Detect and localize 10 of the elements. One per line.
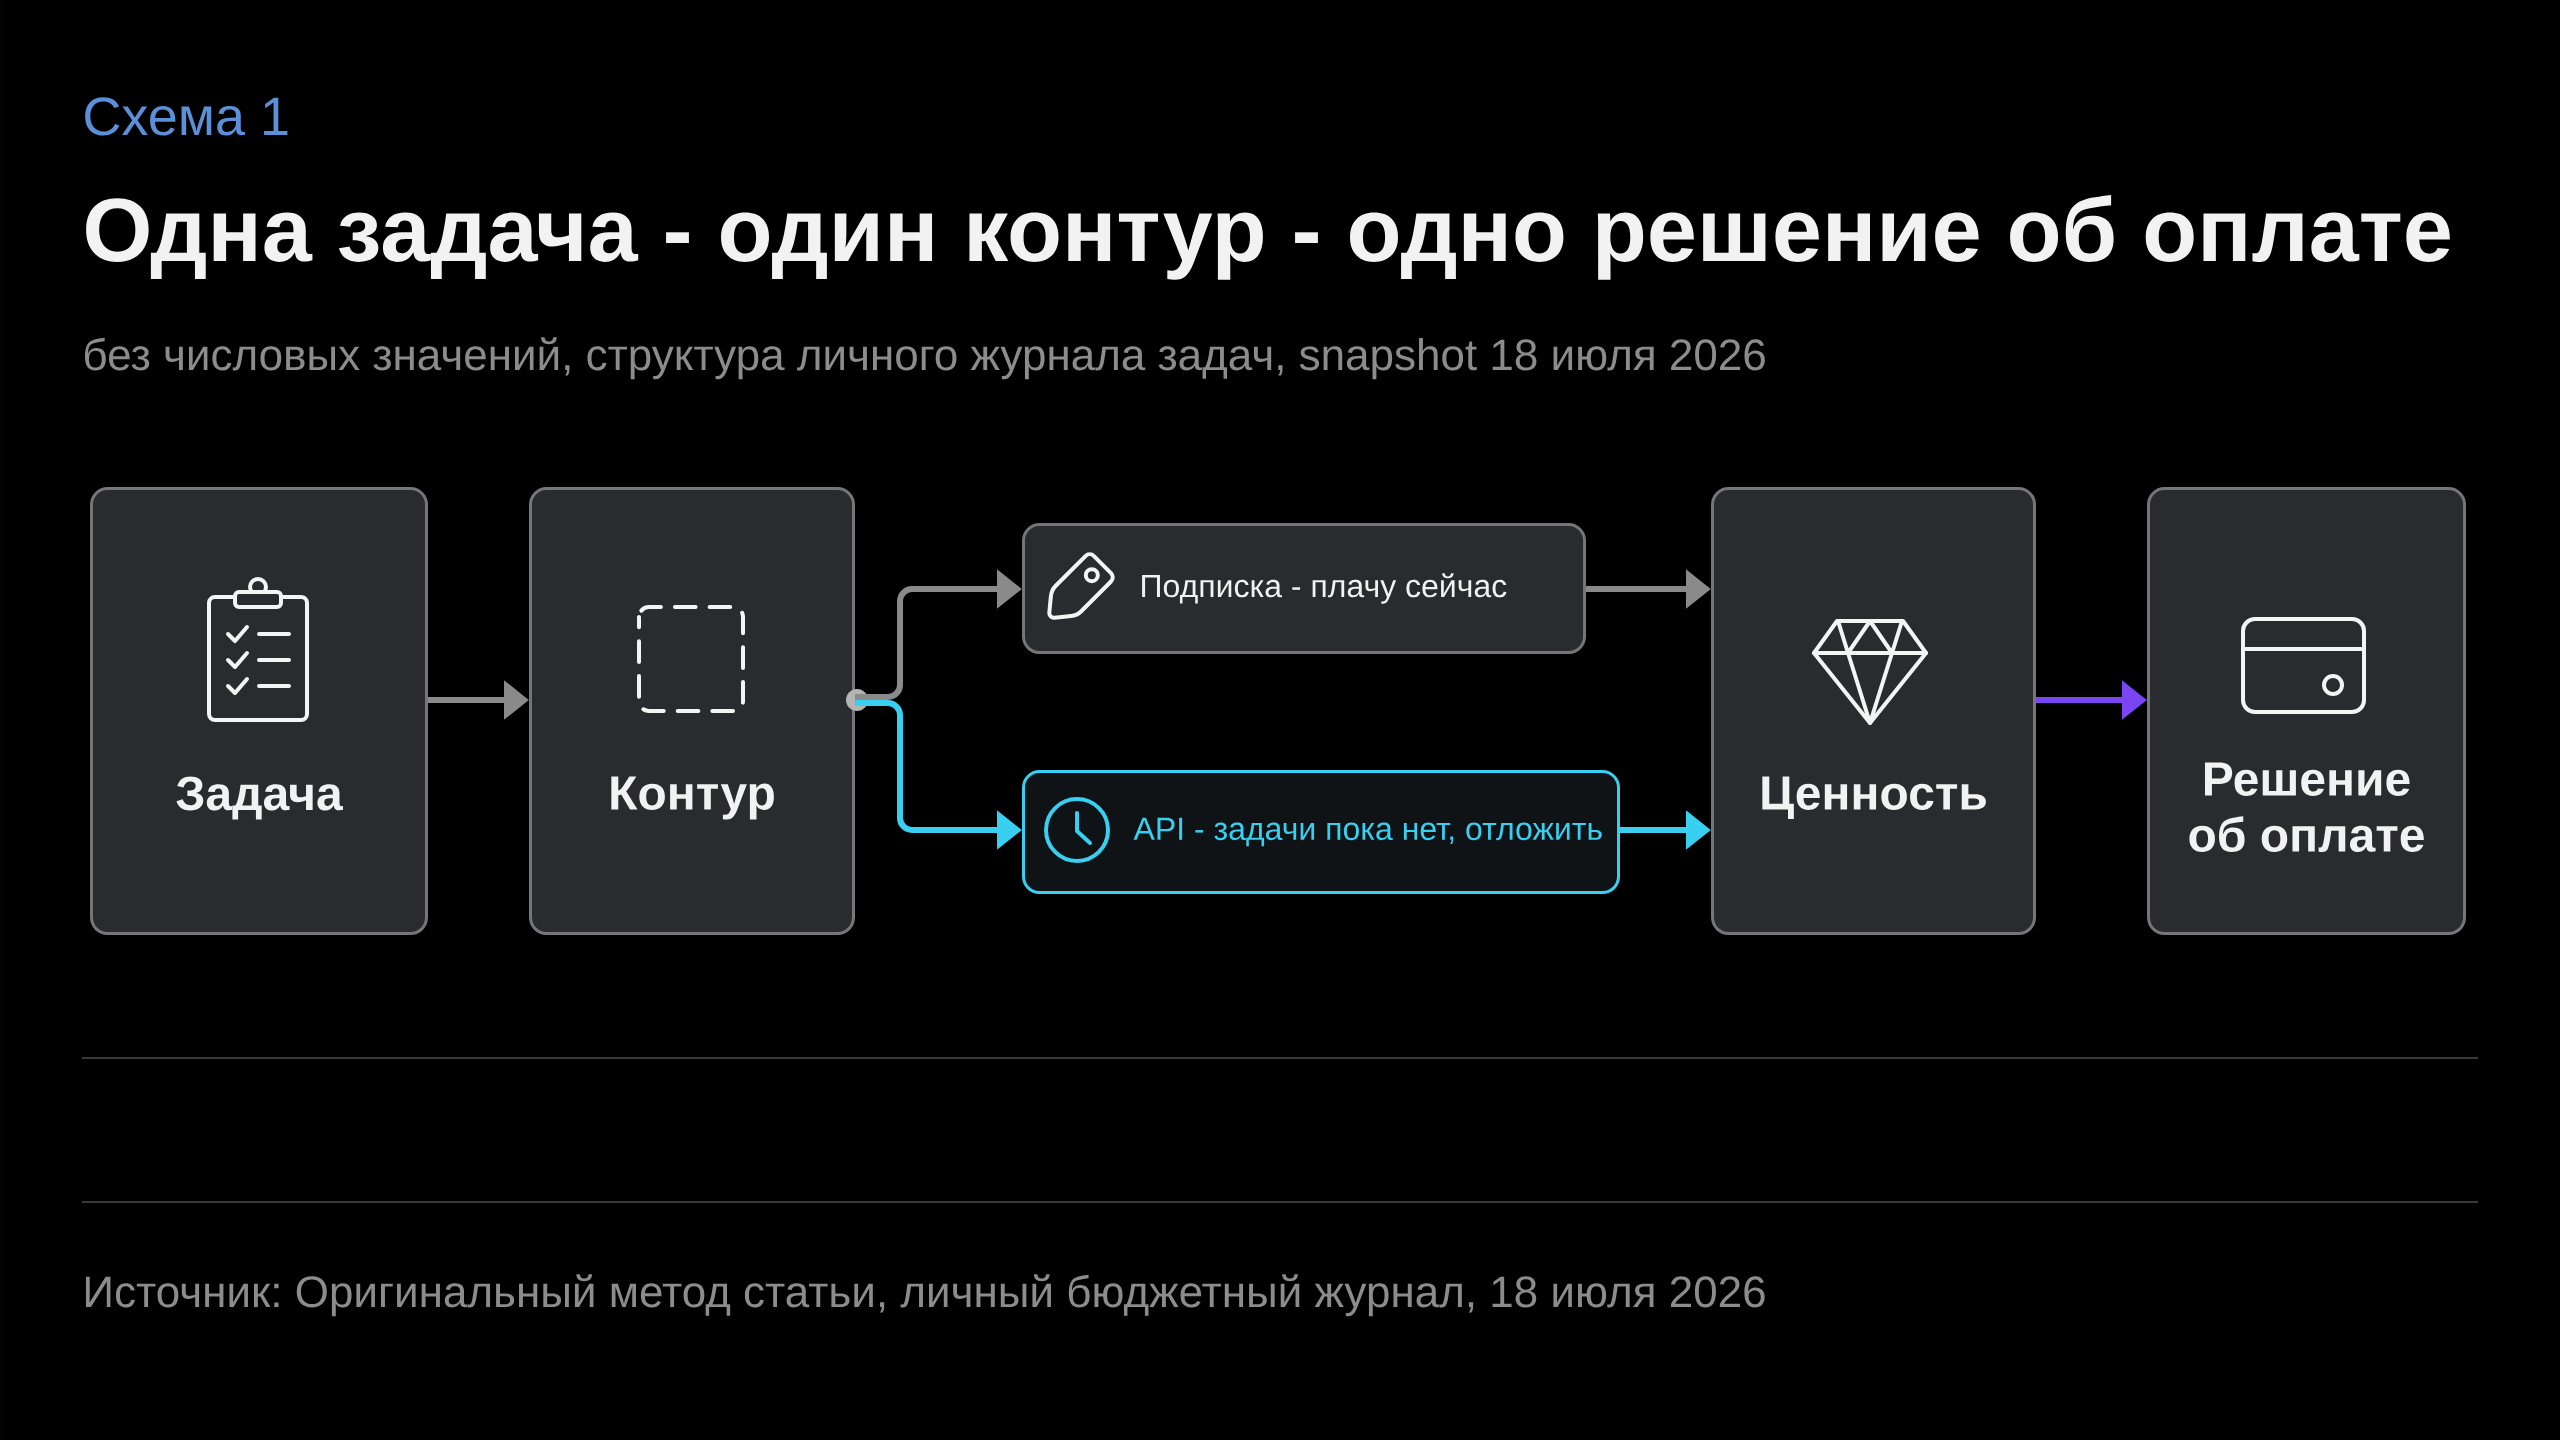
title: Одна задача - один контур - одно решение об оплате xyxy=(86,195,2450,280)
step-card: Контур xyxy=(529,487,855,935)
option-box: API - задачи пока нет, отложить xyxy=(1022,770,1620,894)
section-label: Схема 1 xyxy=(85,97,288,136)
step-card: Задача xyxy=(90,487,428,935)
source-note: Источник: Оригинальный метод статьи, личный бюджетный журнал, 18 июля 2026 xyxy=(86,1274,1765,1317)
step-card: Ценность xyxy=(1711,487,2036,935)
subtitle: без числовых значений, структура личного журнала задач, snapshot 18 июля 2026 xyxy=(85,337,1765,380)
step-card: Решение об оплате xyxy=(2147,487,2466,935)
option-box: Подписка - плачу сейчас xyxy=(1022,523,1586,654)
